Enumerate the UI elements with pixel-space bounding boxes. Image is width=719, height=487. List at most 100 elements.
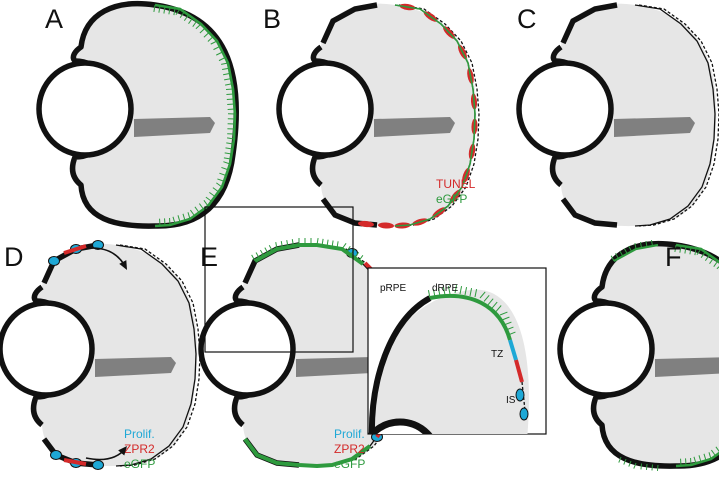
- eye-B: [276, 2, 480, 229]
- egfp-tick: [213, 46, 220, 51]
- panel-label-A: A: [45, 4, 63, 34]
- optic-nerve: [134, 117, 215, 137]
- inset-label: IS: [506, 395, 516, 406]
- egfp-tick: [615, 253, 619, 259]
- inset-tz-zpr2: [514, 359, 524, 383]
- egfp-tick: [182, 213, 186, 221]
- lens: [557, 300, 655, 398]
- egfp-tick: [432, 289, 436, 298]
- egfp-tick: [628, 245, 633, 252]
- egfp-tick: [501, 316, 510, 321]
- egfp-tick: [227, 103, 235, 106]
- inset-prolif-cell: [519, 407, 529, 421]
- egfp-tick: [187, 212, 191, 220]
- egfp-tick: [694, 248, 697, 256]
- egfp-tick: [341, 243, 347, 250]
- egfp-tick: [221, 166, 229, 171]
- egfp-tick: [628, 460, 632, 467]
- egfp-layer: [610, 240, 719, 472]
- egfp-tick: [331, 240, 334, 248]
- legend-b-item: TUNEL: [436, 177, 476, 191]
- egfp-tick: [639, 242, 642, 249]
- egfp-tick: [251, 254, 256, 262]
- ablated-rpe: [638, 4, 719, 227]
- egfp-tick: [189, 209, 195, 217]
- egfp-tick: [221, 62, 229, 65]
- legend-b-item: eGFP: [436, 192, 467, 206]
- egfp-tick: [216, 51, 223, 56]
- egfp-tick: [640, 463, 642, 470]
- egfp-tick: [623, 248, 628, 255]
- tunel-cell: [378, 222, 394, 229]
- inset-label: dRPE: [432, 283, 458, 294]
- inset-zoom: [368, 285, 529, 434]
- egfp-tick: [689, 247, 692, 255]
- egfp-tick: [633, 462, 637, 469]
- egfp-tick: [427, 290, 431, 299]
- lens: [516, 60, 614, 158]
- egfp-tick: [499, 311, 508, 316]
- egfp-tick: [618, 456, 622, 463]
- egfp-tick: [623, 458, 627, 465]
- egfp-tick: [447, 286, 451, 295]
- egfp-tick: [223, 72, 231, 76]
- inset-tz-prolif: [508, 339, 518, 361]
- retina-body: [72, 3, 237, 227]
- egfp-tick: [198, 203, 204, 210]
- egfp-tick: [469, 288, 473, 297]
- zpr2-dorsal: [63, 244, 87, 255]
- egfp-tick: [316, 238, 319, 246]
- optic-nerve: [95, 357, 176, 377]
- egfp-tick: [716, 266, 719, 270]
- egfp-tick: [710, 449, 716, 457]
- egfp-tick: [634, 243, 637, 250]
- egfp-tick: [358, 255, 364, 262]
- egfp-tick: [715, 446, 719, 452]
- egfp-tick: [459, 286, 463, 295]
- egfp-tick: [503, 321, 512, 326]
- panel-label-C: C: [517, 4, 537, 34]
- optic-nerve: [374, 117, 455, 137]
- inset-lens: [368, 418, 433, 434]
- egfp-tick: [693, 456, 697, 464]
- peripheral-rpe: [560, 2, 618, 228]
- egfp-tick: [209, 191, 216, 197]
- egfp-tick: [487, 298, 494, 306]
- prolif-cell: [92, 460, 104, 470]
- egfp-tick: [709, 257, 715, 264]
- egfp-tick: [199, 27, 206, 34]
- retina-body: [593, 243, 719, 467]
- egfp-tick: [225, 147, 233, 150]
- egfp-tick: [354, 252, 360, 259]
- egfp-tick: [491, 301, 498, 309]
- egfp-tick: [218, 57, 226, 62]
- egfp-layer: [153, 3, 237, 228]
- egfp-tick: [260, 249, 265, 257]
- egfp-tick: [280, 241, 283, 249]
- inset-retina: [372, 289, 529, 434]
- egfp-tick: [183, 14, 189, 21]
- egfp-tick: [291, 239, 294, 247]
- egfp-tick: [708, 452, 712, 460]
- egfp-tick: [454, 285, 458, 294]
- lens: [276, 60, 374, 158]
- egfp-tick: [168, 7, 171, 15]
- egfp-tick: [619, 250, 624, 257]
- egfp-tick: [703, 453, 707, 461]
- egfp-tick: [507, 331, 516, 336]
- egfp-tick: [345, 246, 351, 253]
- egfp-tick: [158, 5, 161, 13]
- egfp-tick: [656, 464, 659, 472]
- egfp-tick: [227, 108, 235, 111]
- optic-nerve: [655, 357, 719, 377]
- egfp-tick: [226, 93, 234, 96]
- retina-body: [234, 243, 399, 467]
- inset-prolif-cell: [515, 388, 525, 402]
- egfp-tick: [505, 326, 514, 331]
- egfp-tick: [177, 215, 181, 223]
- egfp-tick: [210, 40, 218, 45]
- retina-body: [312, 3, 477, 227]
- egfp-tick: [684, 246, 687, 254]
- egfp-tick: [223, 157, 231, 160]
- egfp-tick: [163, 6, 166, 14]
